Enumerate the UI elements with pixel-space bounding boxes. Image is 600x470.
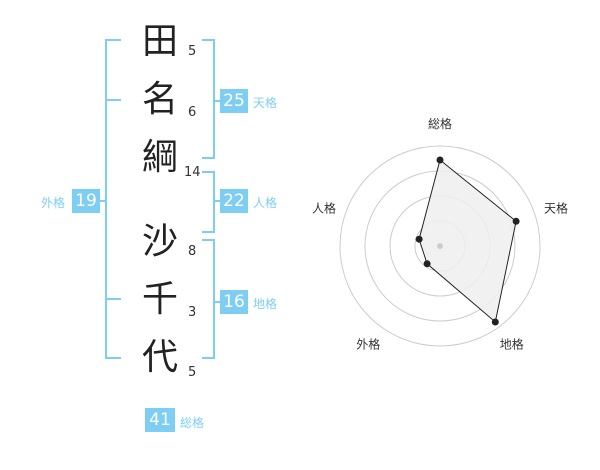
gaikaku-label: 外格 xyxy=(41,196,66,210)
radar-point-4 xyxy=(423,260,431,268)
name-char-1: 田 xyxy=(141,21,178,62)
jinkaku-bracket xyxy=(202,171,215,233)
radar-point-3 xyxy=(491,318,499,326)
name-char-5: 千 xyxy=(141,279,178,320)
stroke-count-6: 5 xyxy=(188,365,197,380)
brackets xyxy=(100,39,220,359)
radar-point-1 xyxy=(436,156,444,164)
gaikaku-bracket xyxy=(105,39,121,359)
radar-ring-4 xyxy=(339,145,541,347)
jinkaku-badge: 22 xyxy=(220,189,248,213)
radar-point-5 xyxy=(415,235,423,243)
stroke-count-3: 14 xyxy=(184,165,201,180)
jinkaku-label: 人格 xyxy=(253,196,278,210)
chikaku-label: 地格 xyxy=(253,297,278,311)
name-char-2: 名 xyxy=(141,79,178,120)
radar-data-area xyxy=(418,159,517,323)
chikaku-badge: 16 xyxy=(220,290,248,314)
chikaku-bracket xyxy=(202,239,215,359)
radar-center-point xyxy=(437,243,443,249)
gaikaku-badge: 19 xyxy=(72,189,100,213)
soukaku-label: 総格 xyxy=(180,416,205,430)
name-char-3: 綱 xyxy=(141,137,178,178)
name-char-6: 代 xyxy=(141,337,178,378)
radar-axis-label-2: 天格 xyxy=(544,200,568,215)
stroke-count-2: 6 xyxy=(188,105,197,120)
tenkaku-label: 天格 xyxy=(253,96,278,110)
stroke-count-4: 8 xyxy=(188,244,197,259)
radar-axis-label-1: 総格 xyxy=(428,116,452,131)
name-char-4: 沙 xyxy=(141,221,178,262)
radar-axis-label-3: 地格 xyxy=(500,337,524,352)
radar-point-2 xyxy=(512,217,520,225)
tenkaku-bracket xyxy=(202,39,215,159)
radar-axis-label-5: 人格 xyxy=(312,200,336,215)
radar-axis-label-4: 外格 xyxy=(356,337,380,352)
stroke-count-5: 3 xyxy=(188,305,197,320)
soukaku-badge: 41 xyxy=(145,408,175,432)
tenkaku-badge: 25 xyxy=(220,89,248,113)
stroke-count-1: 5 xyxy=(188,44,197,59)
